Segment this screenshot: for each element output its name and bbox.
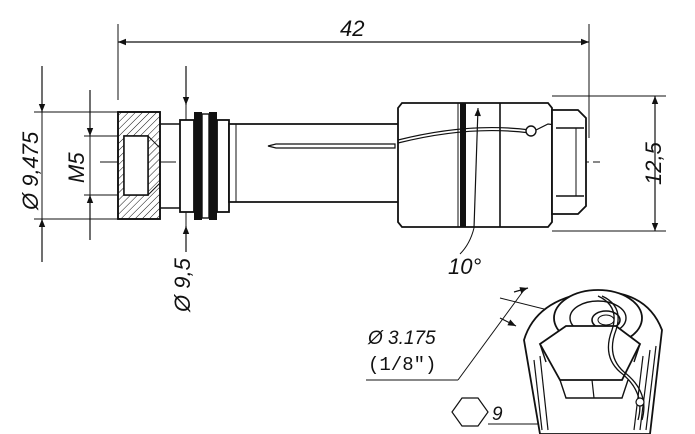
bore-diameter-callout: Ø 3.175 (1/8") [366, 287, 581, 381]
bore-diameter-label: Ø 3.175 [367, 328, 436, 349]
nut-section [117, 111, 161, 220]
flange [160, 112, 230, 220]
bore-diameter-imperial-label: (1/8") [368, 354, 436, 376]
nut-diameter-label: Ø 9,475 [18, 131, 43, 211]
shank [228, 123, 403, 203]
collet-diameter-dimension: 12,5 [552, 95, 666, 232]
collet-body [397, 102, 579, 228]
thread-label: M5 [64, 152, 89, 183]
isometric-collet-view [523, 289, 663, 434]
taper-angle-label: 10° [448, 254, 481, 279]
thread-dimension: M5 [64, 90, 118, 240]
hexagon-icon [451, 397, 489, 427]
flange-diameter-label: Ø 9,5 [170, 257, 195, 313]
overall-length-label: 42 [340, 16, 364, 41]
flange-diameter-dimension: Ø 9,5 [170, 66, 195, 313]
collet-diameter-label: 12,5 [641, 141, 666, 185]
nut-diameter-dimension: Ø 9,475 [18, 66, 118, 262]
hex-end [551, 109, 587, 215]
taper-angle-dimension: 10° [448, 107, 481, 279]
overall-length-dimension: 42 [117, 16, 590, 138]
hex-size-label: 9 [492, 404, 503, 425]
